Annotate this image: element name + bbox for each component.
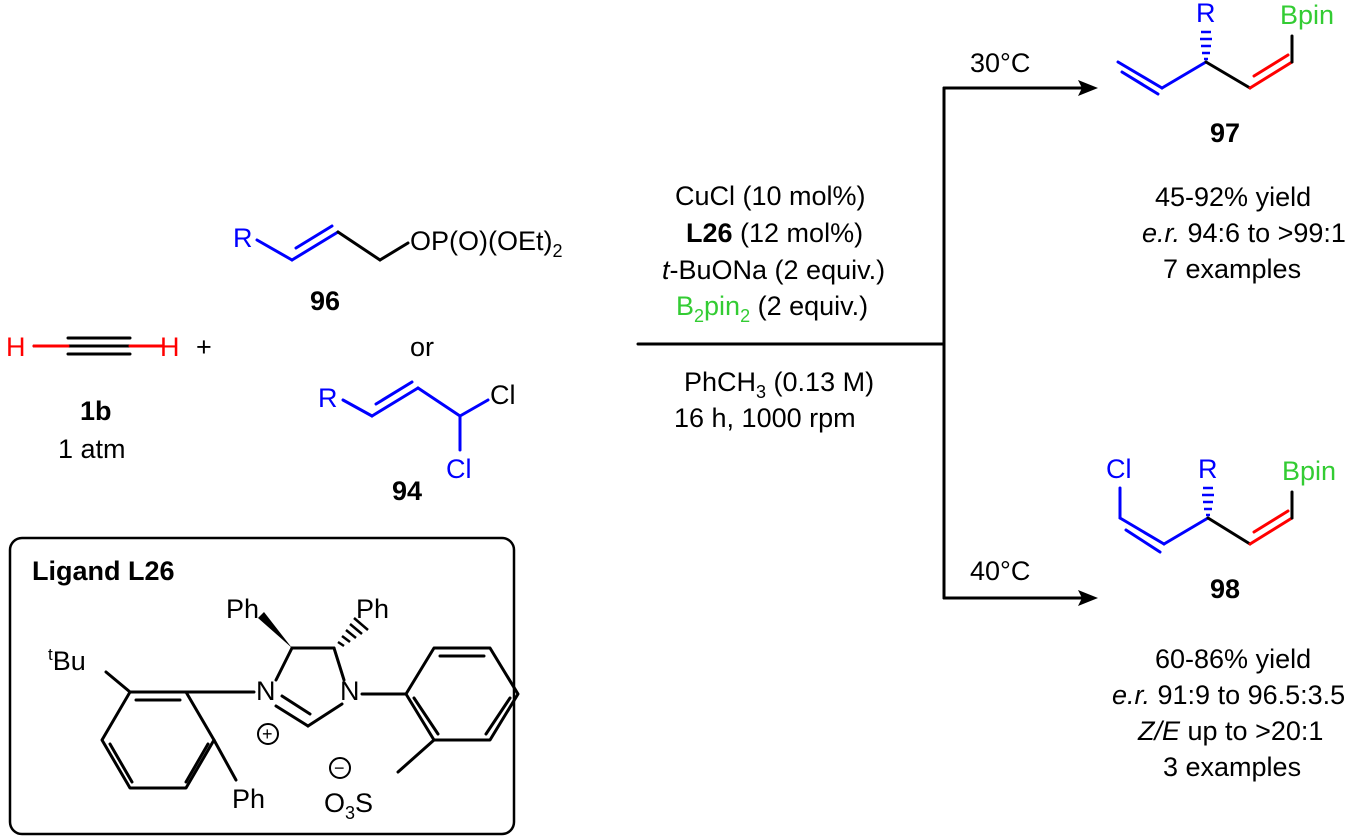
- ligand-ph-right: Ph: [356, 594, 389, 624]
- substrate-94-cl2: Cl: [446, 454, 472, 484]
- product-98-yield: 60-86% yield: [1155, 644, 1311, 674]
- tbu-group: tBu: [48, 645, 86, 676]
- ligand-title: Ligand L26: [32, 556, 175, 586]
- minus-charge: [329, 757, 351, 779]
- product-97-yield: 45-92% yield: [1155, 182, 1311, 212]
- product-97-r: R: [1196, 0, 1216, 28]
- compound-label-96: 96: [310, 286, 340, 316]
- plus-sign: +: [196, 332, 212, 362]
- ligand-ph-bottom: Ph: [232, 784, 265, 814]
- product-98-er: e.r. 91:9 to 96.5:3.5: [1112, 680, 1345, 710]
- substrate-94-r: R: [318, 383, 338, 413]
- condition-ligand: L26 (12 mol%): [686, 218, 863, 248]
- branch-arrows: 30°C 40°C: [942, 48, 1098, 606]
- minus-charge-sign: −: [334, 758, 345, 778]
- condition-time: 16 h, 1000 rpm: [674, 403, 856, 433]
- compound-label-97: 97: [1210, 118, 1240, 148]
- reaction-conditions: CuCl (10 mol%) L26 (12 mol%) t-BuONa (2 …: [636, 181, 946, 433]
- substrate-94-cl1: Cl: [490, 380, 516, 410]
- substrate-96: R OP(O)(OEt)2 96: [233, 223, 563, 316]
- or-separator: or: [410, 332, 434, 362]
- ligand-n1: N: [256, 676, 276, 706]
- ligand-ph-left: Ph: [226, 594, 259, 624]
- compound-label-1b: 1b: [80, 396, 112, 426]
- plus-charge-sign: +: [262, 724, 273, 744]
- condition-base: t-BuONa (2 equiv.): [662, 255, 885, 285]
- product-98-examples: 3 examples: [1163, 752, 1301, 782]
- acetylene-1b: H H + 1b 1 atm: [6, 332, 212, 464]
- substrate-94: R Cl Cl 94: [318, 380, 516, 506]
- compound-label-94: 94: [392, 476, 422, 506]
- temp-bottom: 40°C: [970, 556, 1030, 586]
- substrate-96-r: R: [233, 223, 253, 253]
- product-98-ze: Z/E up to >20:1: [1137, 716, 1323, 746]
- compound-label-98: 98: [1210, 574, 1240, 604]
- product-98: Cl R Bpin 98 60-86% yield e.r. 91:9 to 9…: [1106, 454, 1345, 782]
- acetylene-h-right: H: [160, 332, 180, 362]
- condition-catalyst: CuCl (10 mol%): [675, 181, 866, 211]
- product-97-examples: 7 examples: [1163, 254, 1301, 284]
- condition-solvent: PhCH3 (0.13 M): [684, 367, 874, 402]
- ligand-box: Ligand L26 tBu Ph N N + Ph: [8, 536, 520, 836]
- product-97: R Bpin 97 45-92% yield e.r. 94:6 to >99:…: [1116, 0, 1346, 284]
- sulfonate-group: O3S: [324, 788, 373, 823]
- product-98-cl: Cl: [1106, 454, 1132, 484]
- plus-charge: [257, 723, 279, 745]
- product-97-er: e.r. 94:6 to >99:1: [1142, 218, 1346, 248]
- condition-boron: B2pin2 (2 equiv.): [676, 291, 868, 326]
- product-98-bpin: Bpin: [1282, 456, 1336, 486]
- product-98-r: R: [1198, 454, 1218, 484]
- temp-top: 30°C: [970, 48, 1030, 78]
- acetylene-h-left: H: [6, 332, 26, 362]
- pressure-label: 1 atm: [58, 434, 126, 464]
- product-97-bpin: Bpin: [1280, 0, 1334, 30]
- ligand-n2: N: [340, 676, 360, 706]
- phosphate-group: OP(O)(OEt)2: [410, 226, 563, 261]
